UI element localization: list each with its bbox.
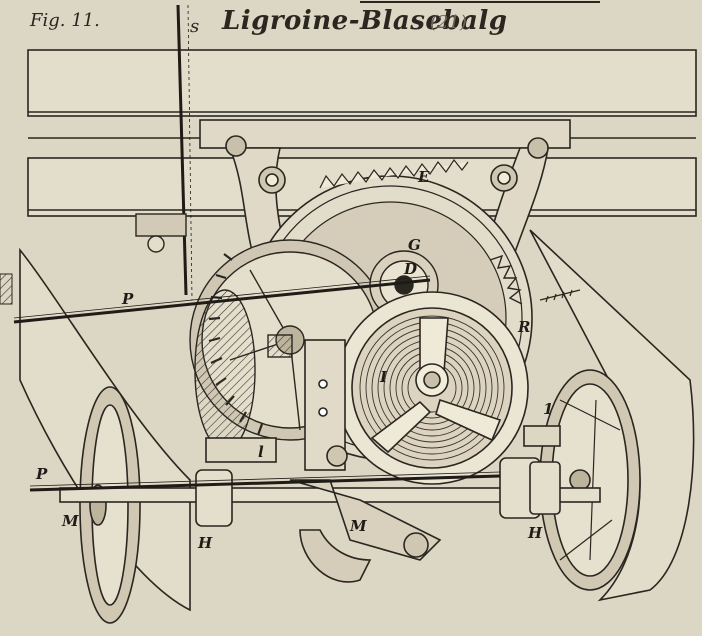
gear-rim-r — [489, 254, 523, 305]
spiral-disc — [335, 291, 529, 485]
cord-p-upper — [13, 275, 431, 324]
label-h-left: H — [198, 534, 213, 552]
right-pulley — [529, 229, 695, 602]
label-h-right: H — [528, 524, 543, 542]
label-e: E — [418, 168, 430, 186]
rod-s — [176, 4, 193, 301]
left-bracket — [135, 213, 187, 253]
cable-drum — [194, 289, 256, 451]
figure-number: Fig. 11. — [30, 10, 100, 31]
label-r: R — [518, 318, 531, 336]
upper-beam — [27, 49, 697, 217]
label-p-top: P — [122, 290, 134, 308]
label-p-bottom: P — [36, 465, 48, 483]
label-m-center: M — [350, 517, 367, 535]
left-pulley — [19, 247, 191, 624]
figure-title: Ligroine-Blasebalg — [222, 6, 508, 36]
center-frame — [304, 339, 348, 471]
plate-number: (21) — [430, 12, 467, 33]
cord-p-lower — [29, 471, 501, 492]
label-g: G — [408, 236, 421, 254]
margin-mark — [0, 273, 13, 305]
label-l: l — [258, 443, 264, 461]
label-i: I — [380, 368, 388, 386]
label-1: 1 — [543, 400, 554, 418]
label-d: D — [404, 260, 418, 278]
label-m-left: M — [62, 512, 79, 530]
main-shaft — [59, 425, 601, 583]
label-s: s — [190, 16, 200, 37]
